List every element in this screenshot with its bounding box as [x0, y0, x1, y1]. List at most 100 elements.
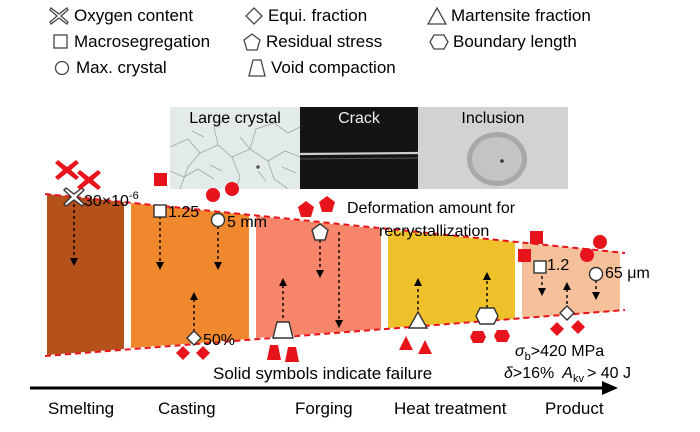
product-crystal-marker-icon	[588, 266, 604, 282]
failure-square-icon	[154, 173, 167, 186]
solid-symbols-note: Solid symbols indicate failure	[213, 364, 432, 383]
legend-residual: Residual stress	[242, 32, 382, 52]
crystal-marker-icon	[210, 212, 226, 228]
arrowhead	[279, 278, 287, 286]
large-crystal-label: Large crystal	[189, 110, 281, 127]
arrowhead	[190, 292, 198, 300]
crystal-value: 5 mm	[227, 214, 267, 231]
oxygen-value: 30×10-6	[84, 190, 139, 210]
legend-martensite: Martensite fraction	[427, 6, 591, 26]
legend-crystal-label: Max. crystal	[76, 58, 167, 77]
arrowhead	[70, 258, 78, 266]
casting-band	[131, 203, 249, 348]
product-crystal-value: 65 μm	[605, 265, 650, 282]
process-axis-arrowhead	[602, 381, 618, 395]
legend-macroseg: Macrosegregation	[52, 32, 210, 52]
failure-symbols	[55, 160, 607, 362]
failure-circle-icon	[225, 182, 239, 196]
arrowhead	[414, 278, 422, 286]
triangle-icon	[427, 6, 447, 25]
arrowhead	[483, 272, 491, 280]
grain-texture-image	[170, 107, 300, 189]
residual-marker-icon	[311, 223, 329, 241]
failure-circle-icon	[593, 235, 607, 249]
stage-label-heat-treatment: Heat treatment	[394, 399, 507, 418]
upper-boundary-line	[44, 193, 626, 254]
equi-marker-icon	[186, 330, 202, 346]
legend-void-label: Void compaction	[271, 58, 396, 77]
equi-value: 50%	[203, 332, 235, 349]
pentagon-icon	[243, 33, 261, 51]
arrowhead	[335, 320, 343, 328]
deformation-note-line2: recrystallization	[379, 223, 489, 240]
macroseg-marker-icon	[153, 204, 167, 218]
arrowhead	[316, 270, 324, 278]
deformation-note-line1: Deformation amount for	[347, 200, 516, 217]
failure-trapezoid-icon	[267, 345, 281, 360]
failure-hexagon-icon	[470, 331, 486, 343]
legend-void: Void compaction	[247, 58, 396, 78]
smelting-band	[47, 194, 124, 355]
lower-boundary-line	[44, 309, 626, 357]
stage-label-smelting: Smelting	[48, 399, 114, 418]
failure-circle-icon	[580, 248, 594, 262]
failure-diamond-icon	[176, 346, 190, 360]
sigma-spec: σb>420 MPa	[515, 343, 604, 363]
legend-equi-label: Equi. fraction	[268, 6, 368, 25]
inclusion-label: Inclusion	[461, 110, 525, 127]
failure-cross-icon	[77, 170, 101, 190]
arrowhead	[156, 262, 164, 270]
failure-triangle-icon	[399, 336, 413, 350]
inclusion-texture-image	[418, 107, 568, 189]
failure-diamond-icon	[196, 346, 210, 360]
failure-trapezoid-icon	[285, 347, 299, 362]
legend-crystal: Max. crystal	[52, 58, 167, 78]
product-equi-marker-icon	[559, 305, 575, 321]
stage-label-casting: Casting	[158, 399, 216, 418]
hexagon-icon	[429, 34, 449, 50]
legend-equi: Equi. fraction	[244, 6, 367, 26]
diamond-icon	[245, 7, 263, 25]
forging-band	[256, 216, 381, 338]
arrowhead	[538, 288, 546, 296]
macroseg-value: 1.25	[168, 204, 199, 221]
boundary-marker-icon	[475, 307, 499, 325]
cross-icon	[49, 7, 69, 25]
arrowhead	[592, 292, 600, 300]
stage-label-product: Product	[545, 399, 604, 418]
legend-macroseg-label: Macrosegregation	[74, 32, 211, 51]
legend: Oxygen content Equi. fraction Martensite…	[0, 0, 700, 100]
legend-martensite-label: Martensite fraction	[451, 6, 591, 25]
failure-square-icon	[530, 231, 543, 244]
failure-diamond-icon	[550, 322, 564, 336]
failure-diamond-icon	[571, 320, 585, 334]
failure-circle-icon	[206, 188, 220, 202]
inclusion-photo: Inclusion	[418, 107, 568, 189]
arrowhead	[214, 262, 222, 270]
arrowhead	[563, 282, 571, 290]
crack-label: Crack	[338, 110, 380, 127]
failure-pentagon-icon	[319, 196, 335, 212]
martensite-marker-icon	[407, 310, 429, 329]
large-crystal-photo: Large crystal	[170, 107, 300, 189]
heat-treatment-band	[388, 230, 515, 328]
failure-square-icon	[518, 249, 531, 262]
micrograph-strip: Large crystal Crack Inclusion	[170, 107, 568, 189]
delta-akv-spec: δ>16%Akv> 40 J	[504, 365, 631, 385]
legend-oxygen: Oxygen content	[48, 6, 193, 26]
circle-icon	[54, 60, 70, 76]
legend-residual-label: Residual stress	[266, 32, 383, 51]
legend-oxygen-label: Oxygen content	[74, 6, 194, 25]
product-macroseg-value: 1.2	[547, 257, 569, 274]
failure-triangle-icon	[418, 340, 432, 354]
legend-boundary: Boundary length	[429, 32, 577, 52]
square-icon	[53, 34, 68, 49]
crack-photo: Crack	[300, 107, 418, 189]
trapezoid-icon	[248, 59, 266, 77]
crack-texture-image	[300, 107, 418, 189]
failure-hexagon-icon	[494, 330, 510, 342]
failure-pentagon-icon	[298, 201, 314, 217]
product-macroseg-marker-icon	[533, 260, 547, 274]
legend-boundary-label: Boundary length	[453, 32, 577, 51]
stage-label-forging: Forging	[295, 399, 353, 418]
